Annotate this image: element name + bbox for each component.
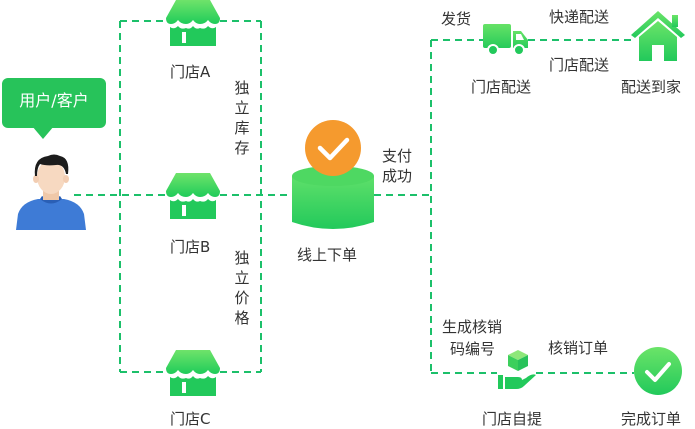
delivery-truck-icon [483, 24, 528, 56]
store-a [166, 0, 220, 52]
complete-check-icon [634, 347, 682, 395]
home-delivery-caption: 配送到家 [621, 78, 682, 96]
store-pickup-caption: 门店自提 [482, 410, 543, 428]
store-c [166, 350, 220, 402]
store-a-label: 门店A [170, 63, 211, 81]
verify-order-label: 核销订单 [548, 339, 609, 357]
ship-label: 发货 [441, 10, 472, 28]
store-c-label: 门店C [170, 410, 211, 428]
user-bubble: 用户/客户 [2, 78, 106, 128]
store-b-label: 门店B [170, 238, 211, 256]
truck-caption: 门店配送 [471, 78, 532, 96]
order-complete-caption: 完成订单 [621, 410, 682, 428]
store-pickup-icon [498, 350, 536, 389]
verification-code-label-line2: 码编号 [450, 340, 496, 358]
online-order-label: 线上下单 [297, 246, 358, 264]
payment-success-label: 支付成功 [382, 147, 413, 185]
store-icon [166, 173, 220, 219]
home-icon [631, 11, 685, 61]
independent-inventory-label: 独立库存 [234, 79, 250, 157]
verification-code-label-line1: 生成核销 [442, 318, 503, 336]
user-bubble-tail [32, 126, 54, 139]
order-check-icon [305, 120, 361, 176]
store-b [166, 173, 220, 225]
order-database-icon [292, 120, 374, 229]
store-delivery-line-label: 门店配送 [549, 56, 610, 74]
express-delivery-label: 快递配送 [549, 8, 610, 26]
store-icon [166, 350, 220, 396]
user-avatar-icon [16, 154, 86, 230]
independent-price-label: 独立价格 [234, 249, 250, 327]
store-icon [166, 0, 220, 46]
